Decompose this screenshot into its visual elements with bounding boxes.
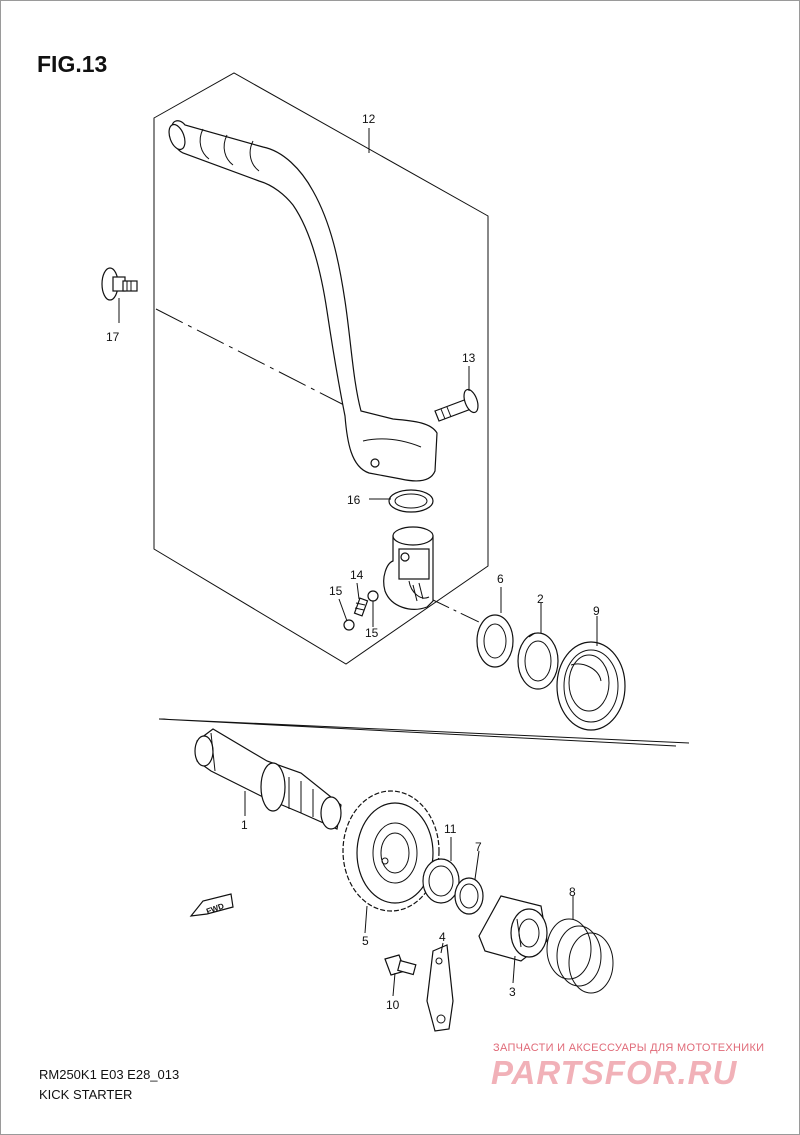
bolt-10[interactable] <box>384 954 417 976</box>
label-part-1: 1 <box>241 818 248 832</box>
fwd-direction-marker: FWD <box>189 893 234 917</box>
o-ring-16[interactable] <box>388 489 434 513</box>
figure-title: FIG.13 <box>37 51 108 77</box>
spring-guide-2[interactable] <box>517 632 559 690</box>
label-part-17: 17 <box>106 330 120 344</box>
bolt-13[interactable] <box>434 388 481 422</box>
label-part-10: 10 <box>386 998 400 1012</box>
bushing-6[interactable] <box>476 614 514 668</box>
shaft-group-guideline <box>158 718 690 747</box>
assembly-frame <box>153 72 489 665</box>
label-part-15a: 15 <box>329 584 343 598</box>
bolt-17[interactable] <box>101 267 138 301</box>
model-code: RM250K1 E03 E28_013 <box>39 1067 180 1082</box>
label-part-5: 5 <box>362 934 369 948</box>
axis-line-mid <box>430 598 482 624</box>
label-part-7: 7 <box>475 840 482 854</box>
axis-line-upper <box>155 308 347 407</box>
ball-15a[interactable] <box>343 619 355 631</box>
watermark-logo: PARTSFOR.RU <box>491 1054 738 1091</box>
label-part-12: 12 <box>362 112 376 126</box>
label-part-11: 11 <box>444 822 457 836</box>
label-part-16: 16 <box>347 493 361 507</box>
kick-shaft-1[interactable] <box>194 728 342 830</box>
circlip-7[interactable] <box>454 877 484 915</box>
kick-shaft-boss[interactable] <box>383 526 434 610</box>
kick-spring-9[interactable] <box>556 641 626 731</box>
spring-14[interactable] <box>353 597 369 617</box>
label-part-13: 13 <box>462 351 476 365</box>
label-part-4: 4 <box>439 930 446 944</box>
washer-11[interactable] <box>422 858 460 904</box>
label-part-6: 6 <box>497 572 504 586</box>
label-part-3: 3 <box>509 985 516 999</box>
label-part-15b: 15 <box>365 626 379 640</box>
spring-8[interactable] <box>546 918 614 994</box>
kick-gear-5[interactable] <box>342 790 440 912</box>
label-part-8: 8 <box>569 885 576 899</box>
label-part-9: 9 <box>593 604 600 618</box>
guide-plate-4[interactable] <box>426 944 454 1032</box>
ball-15b[interactable] <box>367 590 379 602</box>
label-part-14: 14 <box>350 568 364 582</box>
kick-lever[interactable] <box>166 120 438 482</box>
section-name: KICK STARTER <box>39 1087 133 1102</box>
ratchet-3[interactable] <box>478 895 548 962</box>
label-part-2: 2 <box>537 592 544 606</box>
watermark-tagline: ЗАПЧАСТИ И АКСЕССУАРЫ ДЛЯ МОТОТЕХНИКИ <box>493 1042 765 1054</box>
